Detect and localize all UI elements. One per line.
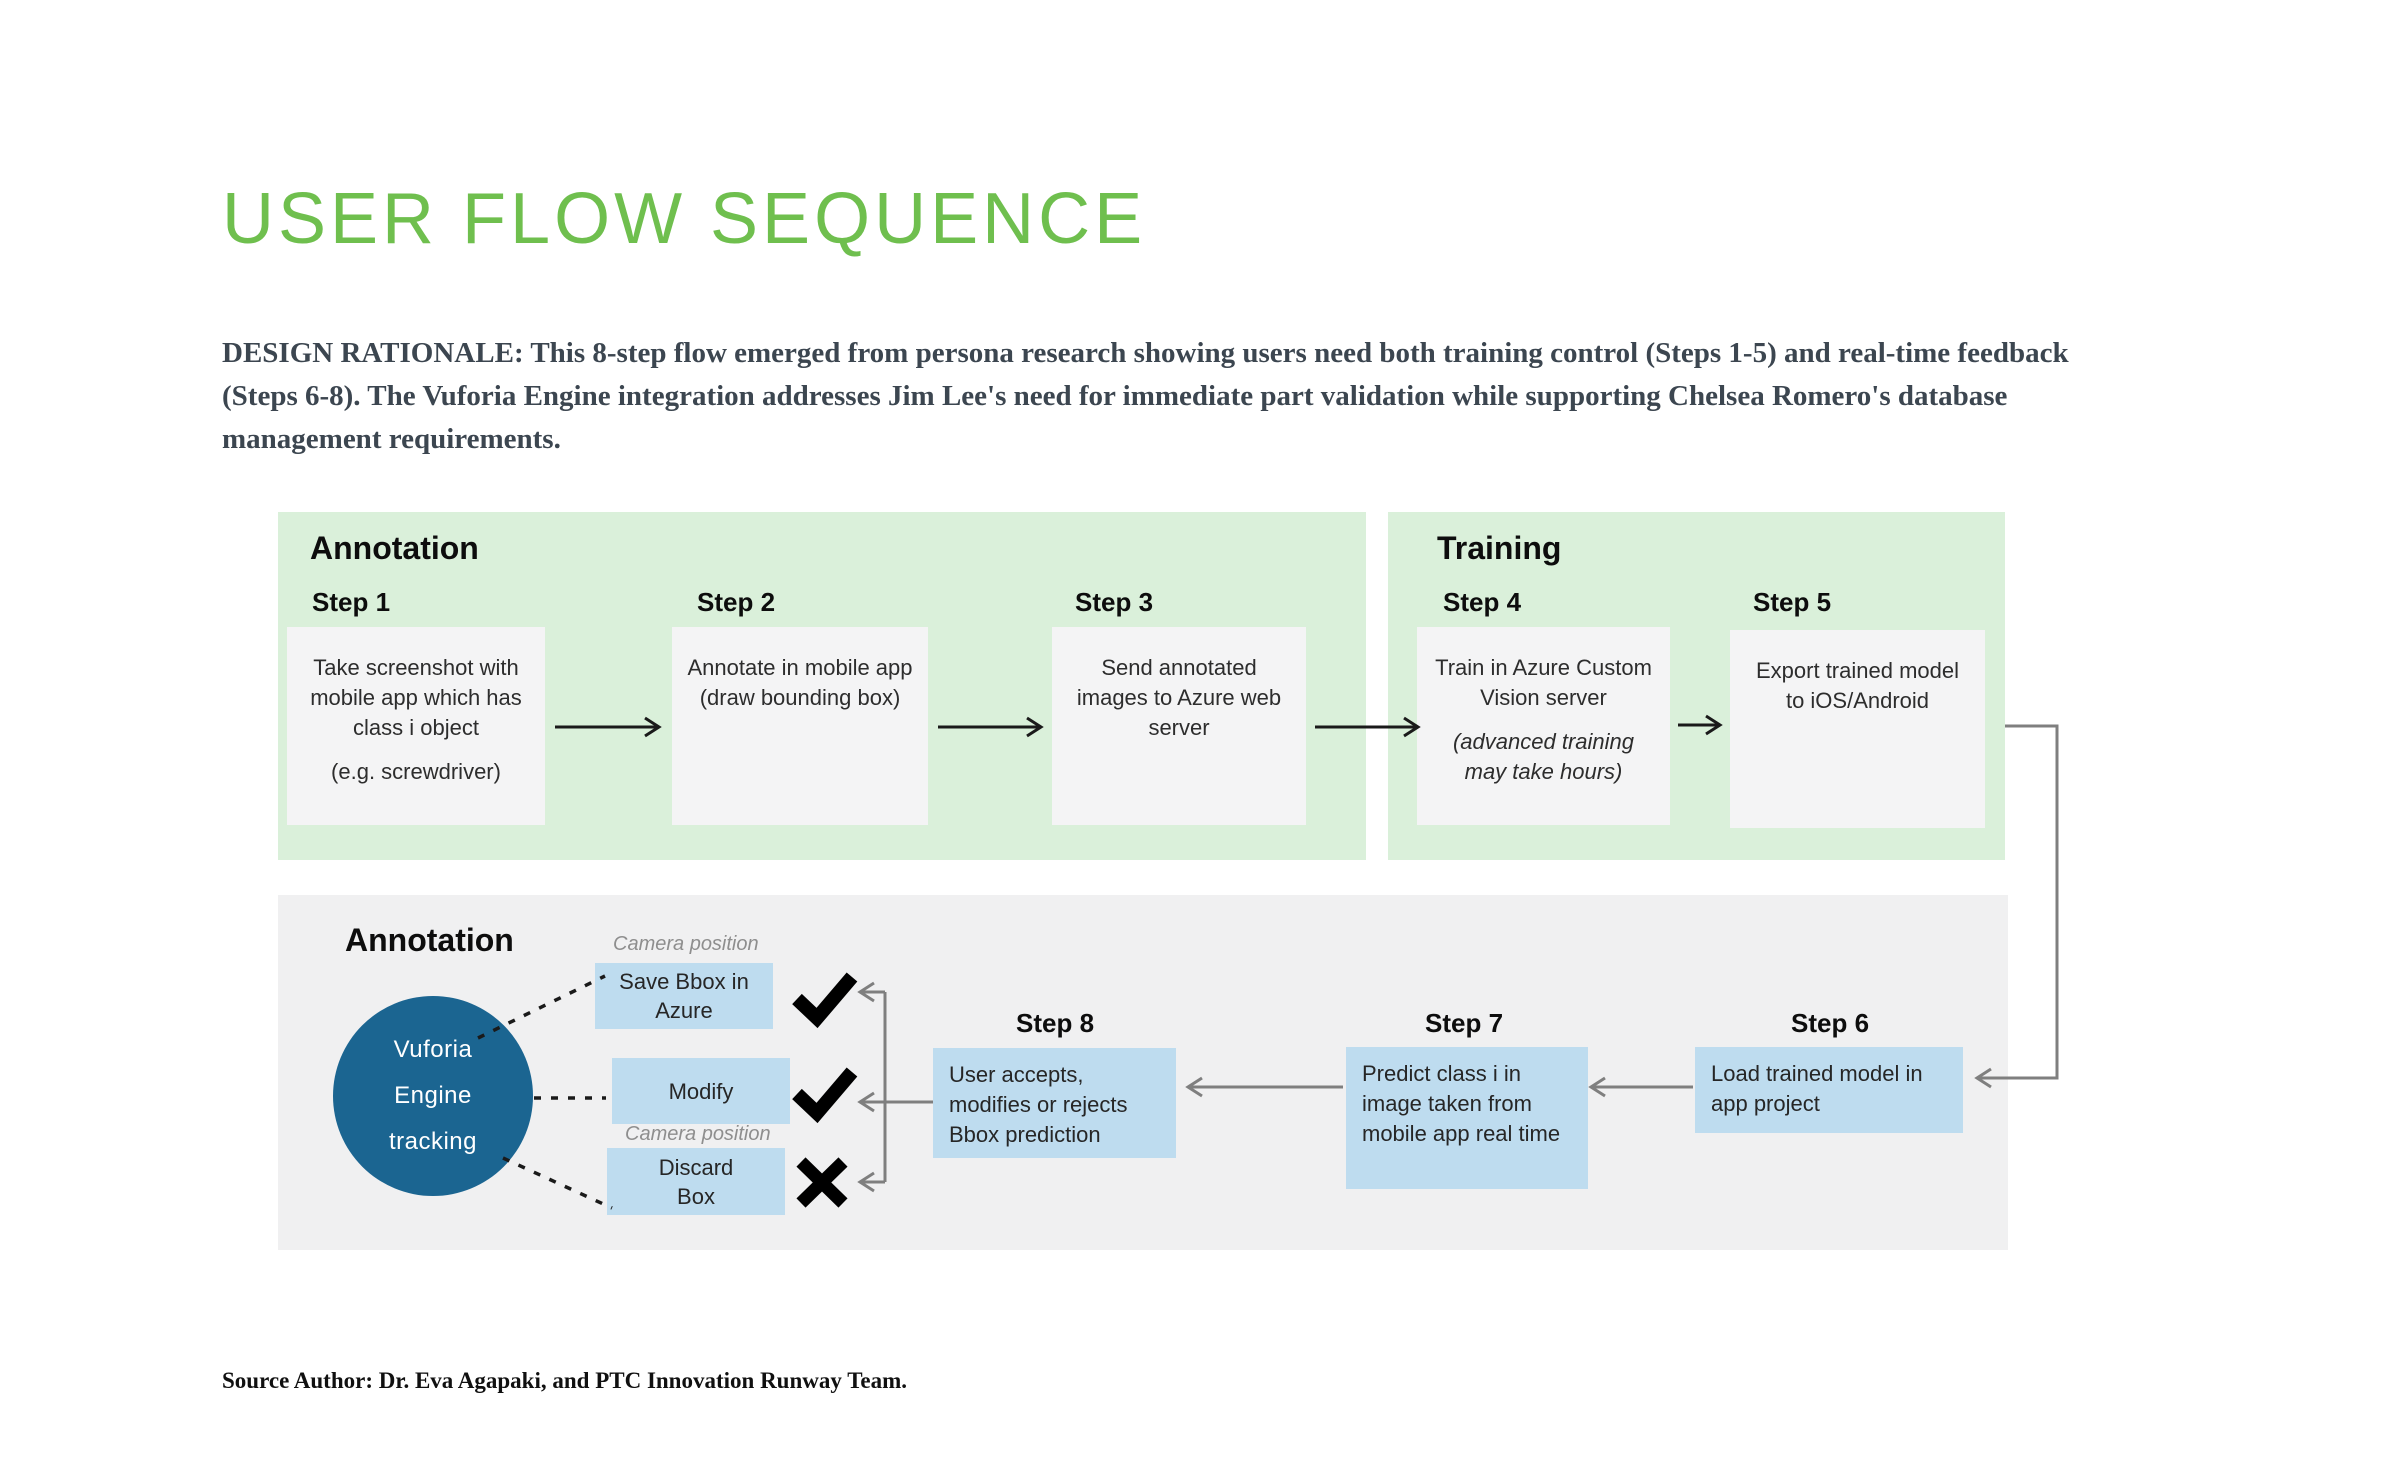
tracking-panel-header: Annotation xyxy=(345,922,514,958)
option-discard-box: Discard Box xyxy=(607,1148,785,1215)
training-panel-header: Training xyxy=(1437,530,1562,566)
step-3-card: Send annotated images to Azure web serve… xyxy=(1052,627,1306,825)
step-3-text: Send annotated images to Azure web serve… xyxy=(1076,655,1282,740)
step-1-label: Step 1 xyxy=(312,587,391,617)
step-2-text: Annotate in mobile app (draw bounding bo… xyxy=(687,655,913,710)
design-rationale-paragraph: DESIGN RATIONALE: This 8-step flow emerg… xyxy=(222,337,2069,455)
step-7-text: Predict class i in image taken from mobi… xyxy=(1362,1061,1561,1146)
step-6-label: Step 6 xyxy=(1791,1008,1870,1038)
circle-line-3: tracking xyxy=(388,1128,478,1155)
step-1-card: Take screenshot with mobile app which ha… xyxy=(287,627,545,825)
circle-line-1: Vuforia xyxy=(393,1036,473,1063)
step-6-card: Load trained model in app project xyxy=(1695,1047,1963,1133)
step-7-label: Step 7 xyxy=(1425,1008,1504,1038)
step-8-label: Step 8 xyxy=(1016,1008,1095,1038)
page-title: USER FLOW SEQUENCE xyxy=(222,179,1147,259)
step-3-label: Step 3 xyxy=(1075,587,1154,617)
step-6-text: Load trained model in app project xyxy=(1711,1061,1923,1116)
training-panel: Training Step 4 Train in Azure Custom Vi… xyxy=(1388,512,2005,860)
camera-position-label-top: Camera position xyxy=(613,933,759,955)
step-5-text: Export trained model to iOS/Android xyxy=(1756,658,1959,713)
option-modify: Modify xyxy=(612,1058,790,1124)
step-4-text: Train in Azure Custom Vision server (adv… xyxy=(1417,627,1670,787)
step-2-label: Step 2 xyxy=(697,587,776,617)
step-7-card: Predict class i in image taken from mobi… xyxy=(1346,1047,1588,1189)
camera-position-label-bottom: Camera position xyxy=(625,1123,771,1145)
option-save-bbox: Save Bbox in Azure xyxy=(595,963,773,1029)
source-attribution: Source Author: Dr. Eva Agapaki, and PTC … xyxy=(222,1368,908,1393)
step-1-note: (e.g. screwdriver) xyxy=(331,759,501,784)
step-2-card: Annotate in mobile app (draw bounding bo… xyxy=(672,627,928,825)
step-4-note: (advanced training may take hours) xyxy=(1452,729,1634,784)
step-4-label: Step 4 xyxy=(1443,587,1522,617)
circle-line-2: Engine xyxy=(394,1082,472,1109)
vuforia-engine-circle: Vuforia Engine tracking xyxy=(333,996,533,1196)
annotation-panel: Annotation Step 1 Take screenshot with m… xyxy=(278,512,1366,860)
step-8-text: User accepts, modifies or rejects Bbox p… xyxy=(949,1062,1128,1147)
step-4-card: Train in Azure Custom Vision server (adv… xyxy=(1417,627,1670,825)
step-5-card: Export trained model to iOS/Android xyxy=(1730,630,1985,828)
step-1-text: Take screenshot with mobile app which ha… xyxy=(287,627,545,787)
step-5-label: Step 5 xyxy=(1753,587,1832,617)
step-8-card: User accepts, modifies or rejects Bbox p… xyxy=(933,1048,1176,1158)
annotation-panel-header: Annotation xyxy=(310,530,479,566)
